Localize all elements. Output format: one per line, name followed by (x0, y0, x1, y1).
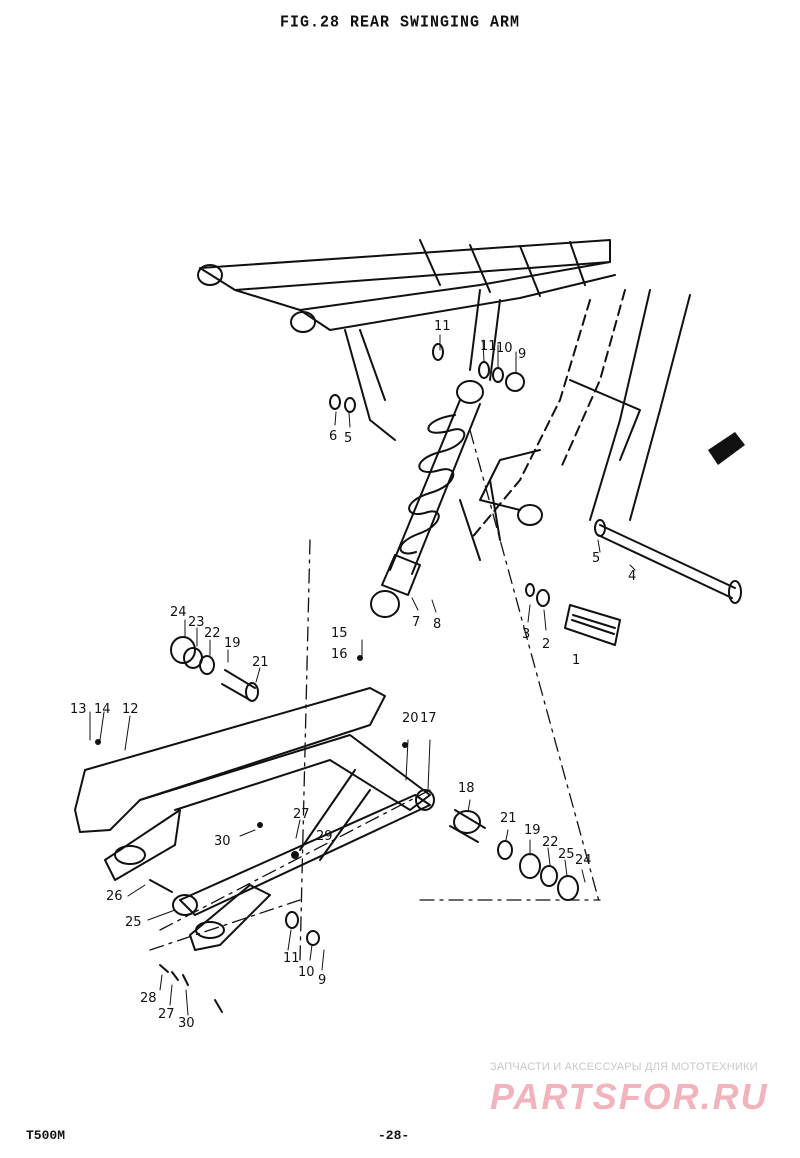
callout-12: 12 (122, 702, 139, 717)
callout-19-left: 19 (224, 636, 241, 651)
axis-lines (149, 429, 601, 961)
callout-24-right: 24 (575, 853, 592, 868)
callout-5-left: 5 (344, 431, 352, 446)
frame-section (197, 239, 691, 561)
callout-21-left: 21 (252, 655, 269, 670)
footpeg-and-bolt (525, 519, 742, 646)
callout-13: 13 (70, 702, 87, 717)
callout-3: 3 (522, 627, 530, 642)
callout-5-right: 5 (592, 551, 600, 566)
front-arrow-icon (708, 432, 745, 465)
small-nuts (95, 655, 408, 859)
callout-9-lower: 9 (318, 973, 326, 988)
swinging-arm (74, 687, 435, 951)
lower-hardware (149, 879, 320, 1013)
callout-21-right: 21 (500, 811, 517, 826)
callout-29: 29 (316, 829, 333, 844)
figure-title: FIG.28 REAR SWINGING ARM (279, 13, 521, 32)
callout-7: 7 (412, 615, 420, 630)
callout-22-right: 22 (542, 835, 559, 850)
rear-shock-absorber (370, 380, 484, 618)
callout-2: 2 (542, 637, 550, 652)
callout-15: 15 (331, 626, 348, 641)
callout-4: 4 (628, 569, 636, 584)
callout-20: 20 (402, 711, 419, 726)
callout-11-upper: 11 (434, 319, 451, 334)
page-number: -28- (378, 1128, 410, 1143)
callout-14: 14 (94, 702, 111, 717)
callout-18: 18 (458, 781, 475, 796)
callout-6: 6 (329, 429, 337, 444)
callout-11-lower: 11 (283, 951, 300, 966)
callout-25-right: 25 (558, 847, 575, 862)
callout-27-lower: 27 (158, 1007, 175, 1022)
callout-9-upper: 9 (518, 347, 526, 362)
callout-11-shock: 11 (480, 339, 497, 354)
callout-16: 16 (331, 647, 348, 662)
callout-28: 28 (140, 991, 157, 1006)
watermark-tagline: ЗАПЧАСТИ И АКСЕССУАРЫ ДЛЯ МОТОТЕХНИКИ (490, 1061, 758, 1073)
callout-27-upper: 27 (293, 807, 310, 822)
callout-1: 1 (572, 653, 580, 668)
callout-30-lower: 30 (178, 1016, 195, 1031)
callout-30-upper: 30 (214, 834, 231, 849)
callout-19-right: 19 (524, 823, 541, 838)
left-pivot-hardware (170, 636, 259, 702)
leader-lines (89, 334, 636, 1016)
callout-25-left: 25 (125, 915, 142, 930)
callout-8: 8 (433, 617, 441, 632)
callout-10-lower: 10 (298, 965, 315, 980)
callout-26: 26 (106, 889, 123, 904)
model-code: T500M (26, 1128, 66, 1143)
callout-10-upper: 10 (496, 341, 513, 356)
callout-23: 23 (188, 615, 205, 630)
callout-17: 17 (420, 711, 437, 726)
callout-24-left: 24 (170, 605, 187, 620)
callout-labels: 11 11 11 10 9 6 5 5 4 7 8 3 2 1 15 16 24… (70, 319, 636, 1031)
watermark-logo: PARTSFOR.RU (490, 1076, 769, 1117)
upper-shock-hardware (329, 343, 525, 413)
callout-22-left: 22 (204, 626, 221, 641)
